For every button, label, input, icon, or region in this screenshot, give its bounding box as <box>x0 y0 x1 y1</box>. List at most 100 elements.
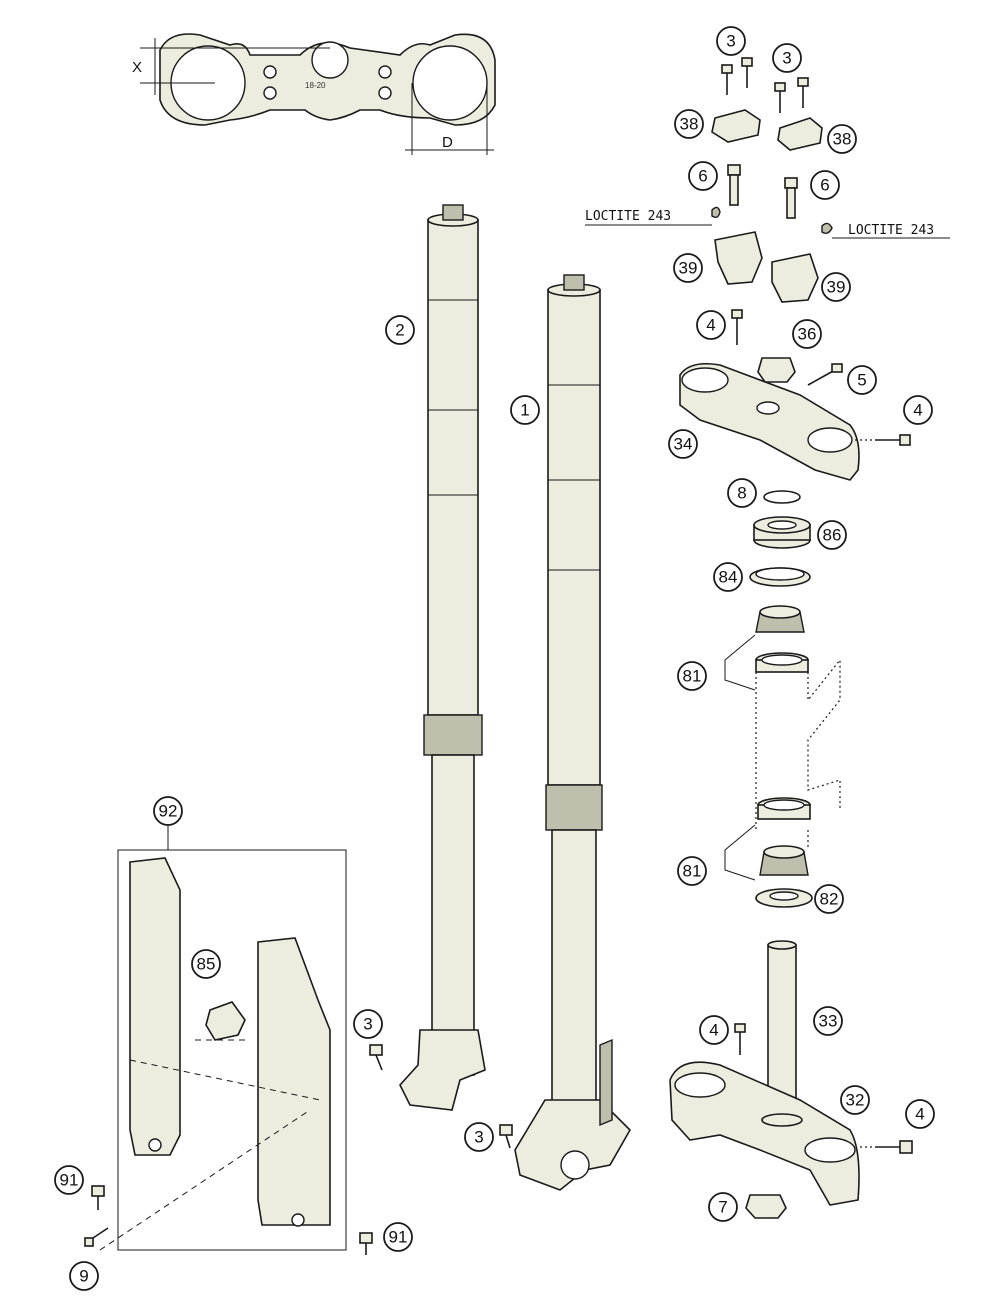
callout-91-b: 91 <box>383 1222 413 1252</box>
callout-4-d: 4 <box>905 1099 935 1129</box>
svg-text:4: 4 <box>709 1021 718 1040</box>
svg-text:85: 85 <box>197 955 216 974</box>
dim-d-label: D <box>442 134 453 151</box>
lower-bar-clamp-right <box>771 253 819 303</box>
bolt-3-top-left <box>721 64 733 95</box>
svg-text:38: 38 <box>833 130 852 149</box>
bolt-3-top-right <box>774 82 786 113</box>
callout-36: 36 <box>792 319 822 349</box>
svg-text:82: 82 <box>820 890 839 909</box>
callout-81-b: 81 <box>677 856 707 886</box>
steering-nut <box>757 357 796 383</box>
fork-protector-kit <box>84 825 373 1255</box>
fork-protector-left <box>129 857 181 1156</box>
dim-x-label: X <box>132 59 142 76</box>
loctite-label-left: LOCTITE 243 <box>585 209 671 224</box>
callout-4-a: 4 <box>696 310 726 340</box>
axle-clamp-bolt-3-left <box>369 1044 383 1071</box>
callout-85: 85 <box>191 949 221 979</box>
bearing-race-81-lower <box>757 797 811 820</box>
loctite-drop-left <box>711 206 721 219</box>
bolt-6-left <box>727 164 741 206</box>
callout-82: 82 <box>814 884 844 914</box>
callout-34: 34 <box>668 429 698 459</box>
bearing-stack <box>724 490 841 908</box>
upper-bar-clamp-right <box>777 117 823 151</box>
callout-86: 86 <box>817 520 847 550</box>
dust-seal-86 <box>753 516 811 549</box>
bolt-3-top-left-b <box>741 57 753 88</box>
svg-text:6: 6 <box>820 176 829 195</box>
svg-text:91: 91 <box>389 1228 408 1247</box>
triple-clamp-top-view: 18-20 X D <box>132 33 496 155</box>
callout-2: 2 <box>385 315 415 345</box>
svg-text:4: 4 <box>706 316 715 335</box>
upper-triple-clamp <box>679 309 911 481</box>
frame-steering-head <box>755 658 841 850</box>
callout-4-b: 4 <box>903 395 933 425</box>
svg-text:38: 38 <box>680 115 699 134</box>
callout-3-a: 3 <box>716 26 746 56</box>
bar-clamp-assembly: LOCTITE 243 LOCTITE 243 <box>585 57 950 303</box>
washer-82 <box>755 888 813 908</box>
callout-1: 1 <box>510 395 540 425</box>
callout-3-c: 3 <box>353 1009 383 1039</box>
svg-text:1: 1 <box>520 401 529 420</box>
svg-text:34: 34 <box>674 435 693 454</box>
svg-text:5: 5 <box>857 371 866 390</box>
callout-8: 8 <box>727 478 757 508</box>
callout-7: 7 <box>708 1192 738 1222</box>
svg-text:91: 91 <box>60 1171 79 1190</box>
seal-ring-84 <box>749 567 811 587</box>
svg-text:84: 84 <box>719 568 738 587</box>
callout-39-a: 39 <box>673 253 703 283</box>
svg-text:7: 7 <box>718 1198 727 1217</box>
svg-text:3: 3 <box>363 1015 372 1034</box>
callout-9: 9 <box>69 1261 99 1291</box>
svg-text:36: 36 <box>798 325 817 344</box>
svg-text:8: 8 <box>737 484 746 503</box>
loctite-label-right: LOCTITE 243 <box>848 223 934 238</box>
o-ring-8 <box>763 490 801 504</box>
svg-text:3: 3 <box>782 49 791 68</box>
loctite-drop-right <box>821 222 833 235</box>
fork-leg-2 <box>399 204 486 1111</box>
callout-39-b: 39 <box>821 272 851 302</box>
fork-protector-right <box>257 937 331 1226</box>
callout-6-a: 6 <box>688 161 718 191</box>
bearing-81-lower <box>759 845 809 876</box>
callout-3-d: 3 <box>464 1122 494 1152</box>
callout-5: 5 <box>847 365 877 395</box>
svg-text:39: 39 <box>827 278 846 297</box>
svg-text:81: 81 <box>683 667 702 686</box>
svg-text:4: 4 <box>915 1105 924 1124</box>
svg-text:9: 9 <box>79 1267 88 1286</box>
callout-38-b: 38 <box>827 124 857 154</box>
svg-text:33: 33 <box>819 1012 838 1031</box>
stem-nut-7 <box>745 1194 787 1219</box>
svg-text:81: 81 <box>683 862 702 881</box>
svg-text:3: 3 <box>474 1128 483 1147</box>
bolt-6-right <box>784 177 798 219</box>
axle-clamp-bolt-3-right <box>499 1124 513 1149</box>
bearing-race-81-upper <box>755 652 809 673</box>
callout-84: 84 <box>713 562 743 592</box>
callout-38-a: 38 <box>674 109 704 139</box>
bearing-81-upper <box>755 605 805 633</box>
callout-92: 92 <box>153 796 183 826</box>
svg-text:6: 6 <box>698 167 707 186</box>
svg-text:92: 92 <box>159 802 178 821</box>
svg-text:32: 32 <box>846 1091 865 1110</box>
callout-3-b: 3 <box>772 43 802 73</box>
svg-text:4: 4 <box>913 401 922 420</box>
protector-clamp-85 <box>205 1001 246 1041</box>
lower-triple-clamp <box>669 940 913 1219</box>
callout-6-b: 6 <box>810 170 840 200</box>
svg-text:2: 2 <box>395 321 404 340</box>
callout-91-a: 91 <box>54 1165 84 1195</box>
callout-4-c: 4 <box>699 1015 729 1045</box>
svg-text:3: 3 <box>726 32 735 51</box>
callout-32: 32 <box>840 1085 870 1115</box>
